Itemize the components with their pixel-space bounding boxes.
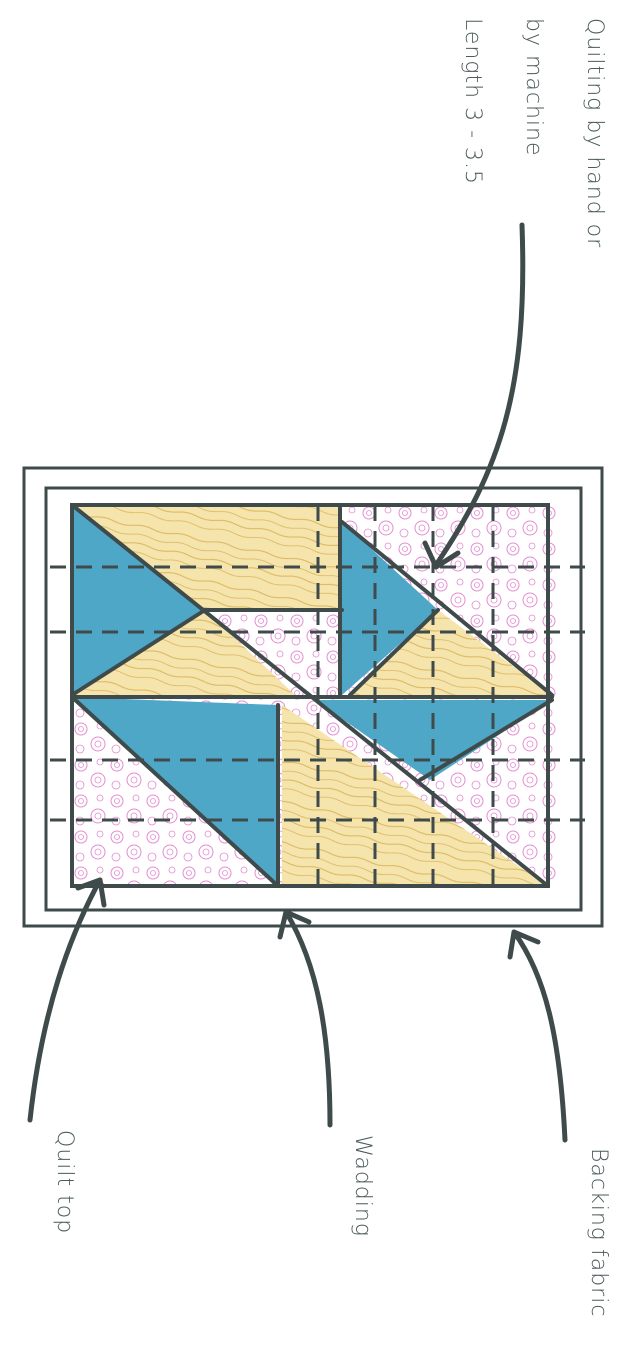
quilt-top-layer [50,505,585,886]
wadding-label: Wadding [350,1135,375,1237]
backing-arrow [510,932,565,1140]
quilting-label-line1: Quilting by hand or [582,18,607,248]
wadding-arrow [280,912,330,1125]
backing-fabric-label: Backing fabric [586,1148,611,1317]
quilting-label-line3: Length 3 - 3.5 [460,18,485,185]
quilting-label-line2: by machine [521,18,546,157]
quilt-top-label: Quilt top [52,1130,77,1234]
